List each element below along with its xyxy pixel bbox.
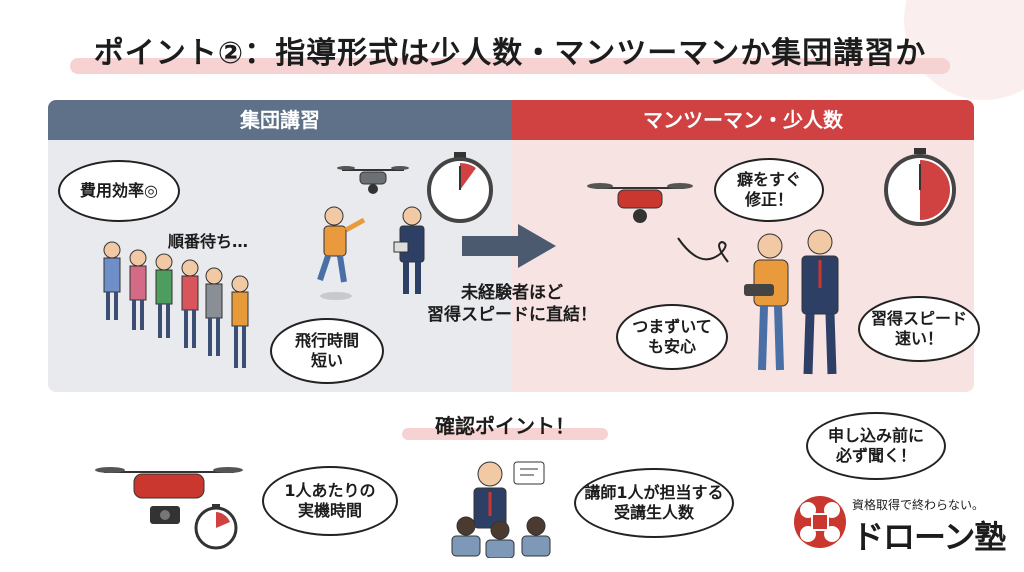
middle-message: 未経験者ほど 習得スピードに直結！ (427, 283, 597, 326)
check-highlight (402, 428, 608, 440)
cost-efficiency-bubble: 費用効率◎ (58, 160, 180, 222)
one-on-one-header: マンツーマン・少人数 (512, 100, 974, 140)
red-stopwatch-icon (884, 148, 956, 226)
red-drone-with-stopwatch-icon (95, 467, 243, 550)
safe-learning-bubble: つまずいて も安心 (616, 304, 728, 370)
fix-habits-bubble: 癖をすぐ 修正！ (714, 158, 824, 222)
page-title: ポイント②：指導形式は少人数・マンツーマンか集団講習か (93, 36, 927, 71)
student-and-instructor-illustration (744, 229, 839, 375)
teacher-with-students-illustration (451, 461, 551, 558)
logo-name: ドローン塾 (852, 518, 1006, 556)
stopwatch-icon (427, 152, 493, 223)
group-lesson-header: 集団講習 (48, 100, 512, 140)
flight-time-per-person-bubble: 1人あたりの 実機時間 (262, 466, 398, 536)
short-flight-bubble: 飛行時間 短い (270, 318, 384, 384)
check-points-title: 確認ポイント！ (435, 414, 575, 438)
right-arrow-icon (462, 224, 556, 268)
ask-before-applying-bubble: 申し込み前に 必ず聞く！ (806, 412, 946, 480)
title-area: ポイント②：指導形式は少人数・マンツーマンか集団講習か (70, 22, 950, 76)
waiting-text: 順番待ち… (168, 232, 249, 251)
flight-path-line (677, 237, 729, 263)
check-points-heading: 確認ポイント！ (402, 410, 608, 440)
gray-drone-icon (337, 166, 409, 194)
queue-people-illustration (103, 241, 249, 368)
logo-tagline: 資格取得で終わらない。 (852, 498, 985, 512)
drone-school-logo-icon (794, 496, 846, 548)
jumping-student-illustration (317, 206, 366, 300)
instructor-with-tablet-illustration (393, 206, 425, 294)
students-per-teacher-bubble: 講師1人が担当する 受講生人数 (574, 468, 734, 538)
fast-learning-bubble: 習得スピード 速い！ (858, 296, 980, 362)
red-drone-icon (587, 183, 693, 223)
title-highlight (70, 58, 950, 74)
